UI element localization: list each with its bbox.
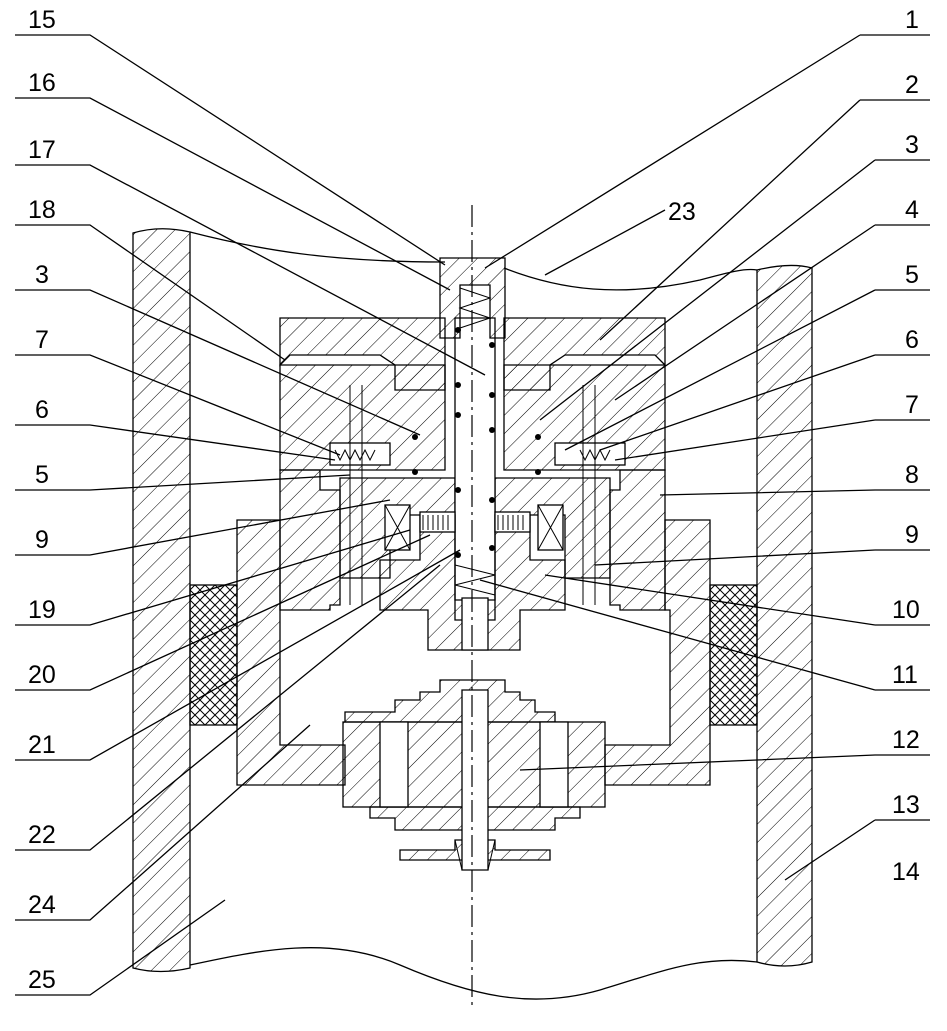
callout-17: 17 xyxy=(28,136,56,164)
callout-3-left: 3 xyxy=(35,261,49,289)
rack-right xyxy=(495,512,530,532)
callout-16: 16 xyxy=(28,69,56,97)
callout-6-right: 6 xyxy=(905,326,919,354)
callout-5-right: 5 xyxy=(905,261,919,289)
callout-20: 20 xyxy=(28,661,56,689)
callout-19: 19 xyxy=(28,596,56,624)
bottom-break-line xyxy=(190,948,757,999)
spring-right xyxy=(555,443,625,465)
callout-6-left: 6 xyxy=(35,396,49,424)
outer-tube-left-wall xyxy=(133,229,190,972)
callout-8: 8 xyxy=(905,461,919,489)
callout-4: 4 xyxy=(905,196,919,224)
callout-14: 14 xyxy=(892,858,920,886)
callout-7-left: 7 xyxy=(35,326,49,354)
callout-15: 15 xyxy=(28,6,56,34)
callout-11: 11 xyxy=(892,661,918,689)
callout-25: 25 xyxy=(28,966,56,994)
bottom-drive-assembly xyxy=(343,680,605,870)
callout-9-left: 9 xyxy=(35,526,49,554)
outer-tube-right-wall xyxy=(757,265,812,966)
callout-12: 12 xyxy=(892,726,920,754)
callout-18: 18 xyxy=(28,196,56,224)
callout-1: 1 xyxy=(905,6,919,34)
callout-9-right: 9 xyxy=(905,521,919,549)
callout-23: 23 xyxy=(668,198,696,226)
callout-3-right: 3 xyxy=(905,131,919,159)
callout-7-right: 7 xyxy=(905,391,919,419)
callout-13: 13 xyxy=(892,791,920,819)
callout-2: 2 xyxy=(905,71,919,99)
rack-left xyxy=(420,512,455,532)
callout-24: 24 xyxy=(28,891,56,919)
callout-10: 10 xyxy=(892,596,920,624)
callout-22: 22 xyxy=(28,821,56,849)
bearing-right xyxy=(538,505,563,550)
callout-5-left: 5 xyxy=(35,461,49,489)
callout-21: 21 xyxy=(28,731,56,759)
bearing-left xyxy=(385,505,410,550)
friction-pad-left xyxy=(190,585,237,725)
